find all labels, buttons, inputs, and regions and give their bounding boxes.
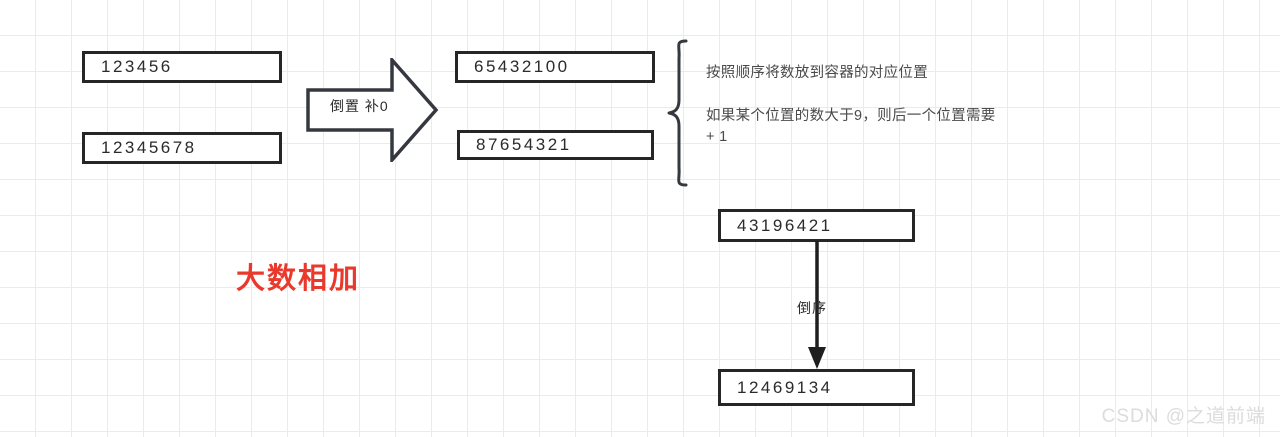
input-number-box-1: 123456 — [82, 51, 282, 83]
summed-result-box: 43196421 — [718, 209, 915, 242]
right-arrow-icon — [306, 58, 438, 162]
curly-brace-icon — [667, 39, 688, 187]
watermark: CSDN @之道前端 — [1101, 406, 1266, 427]
note-line-2: 如果某个位置的数大于9，则后一个位置需要 + 1 — [706, 108, 996, 145]
page-title: 大数相加 — [236, 263, 361, 295]
reversed-number-box-2: 87654321 — [457, 130, 654, 160]
reverse-step-label: 倒序 — [797, 300, 827, 316]
note-line-1: 按照顺序将数放到容器的对应位置 — [706, 65, 928, 81]
input-number-box-2: 12345678 — [82, 132, 282, 164]
transform-arrow-label: 倒置 补0 — [330, 98, 389, 114]
final-result-box: 12469134 — [718, 369, 915, 406]
down-arrow-icon — [808, 241, 826, 369]
reversed-number-box-1: 65432100 — [455, 51, 655, 83]
